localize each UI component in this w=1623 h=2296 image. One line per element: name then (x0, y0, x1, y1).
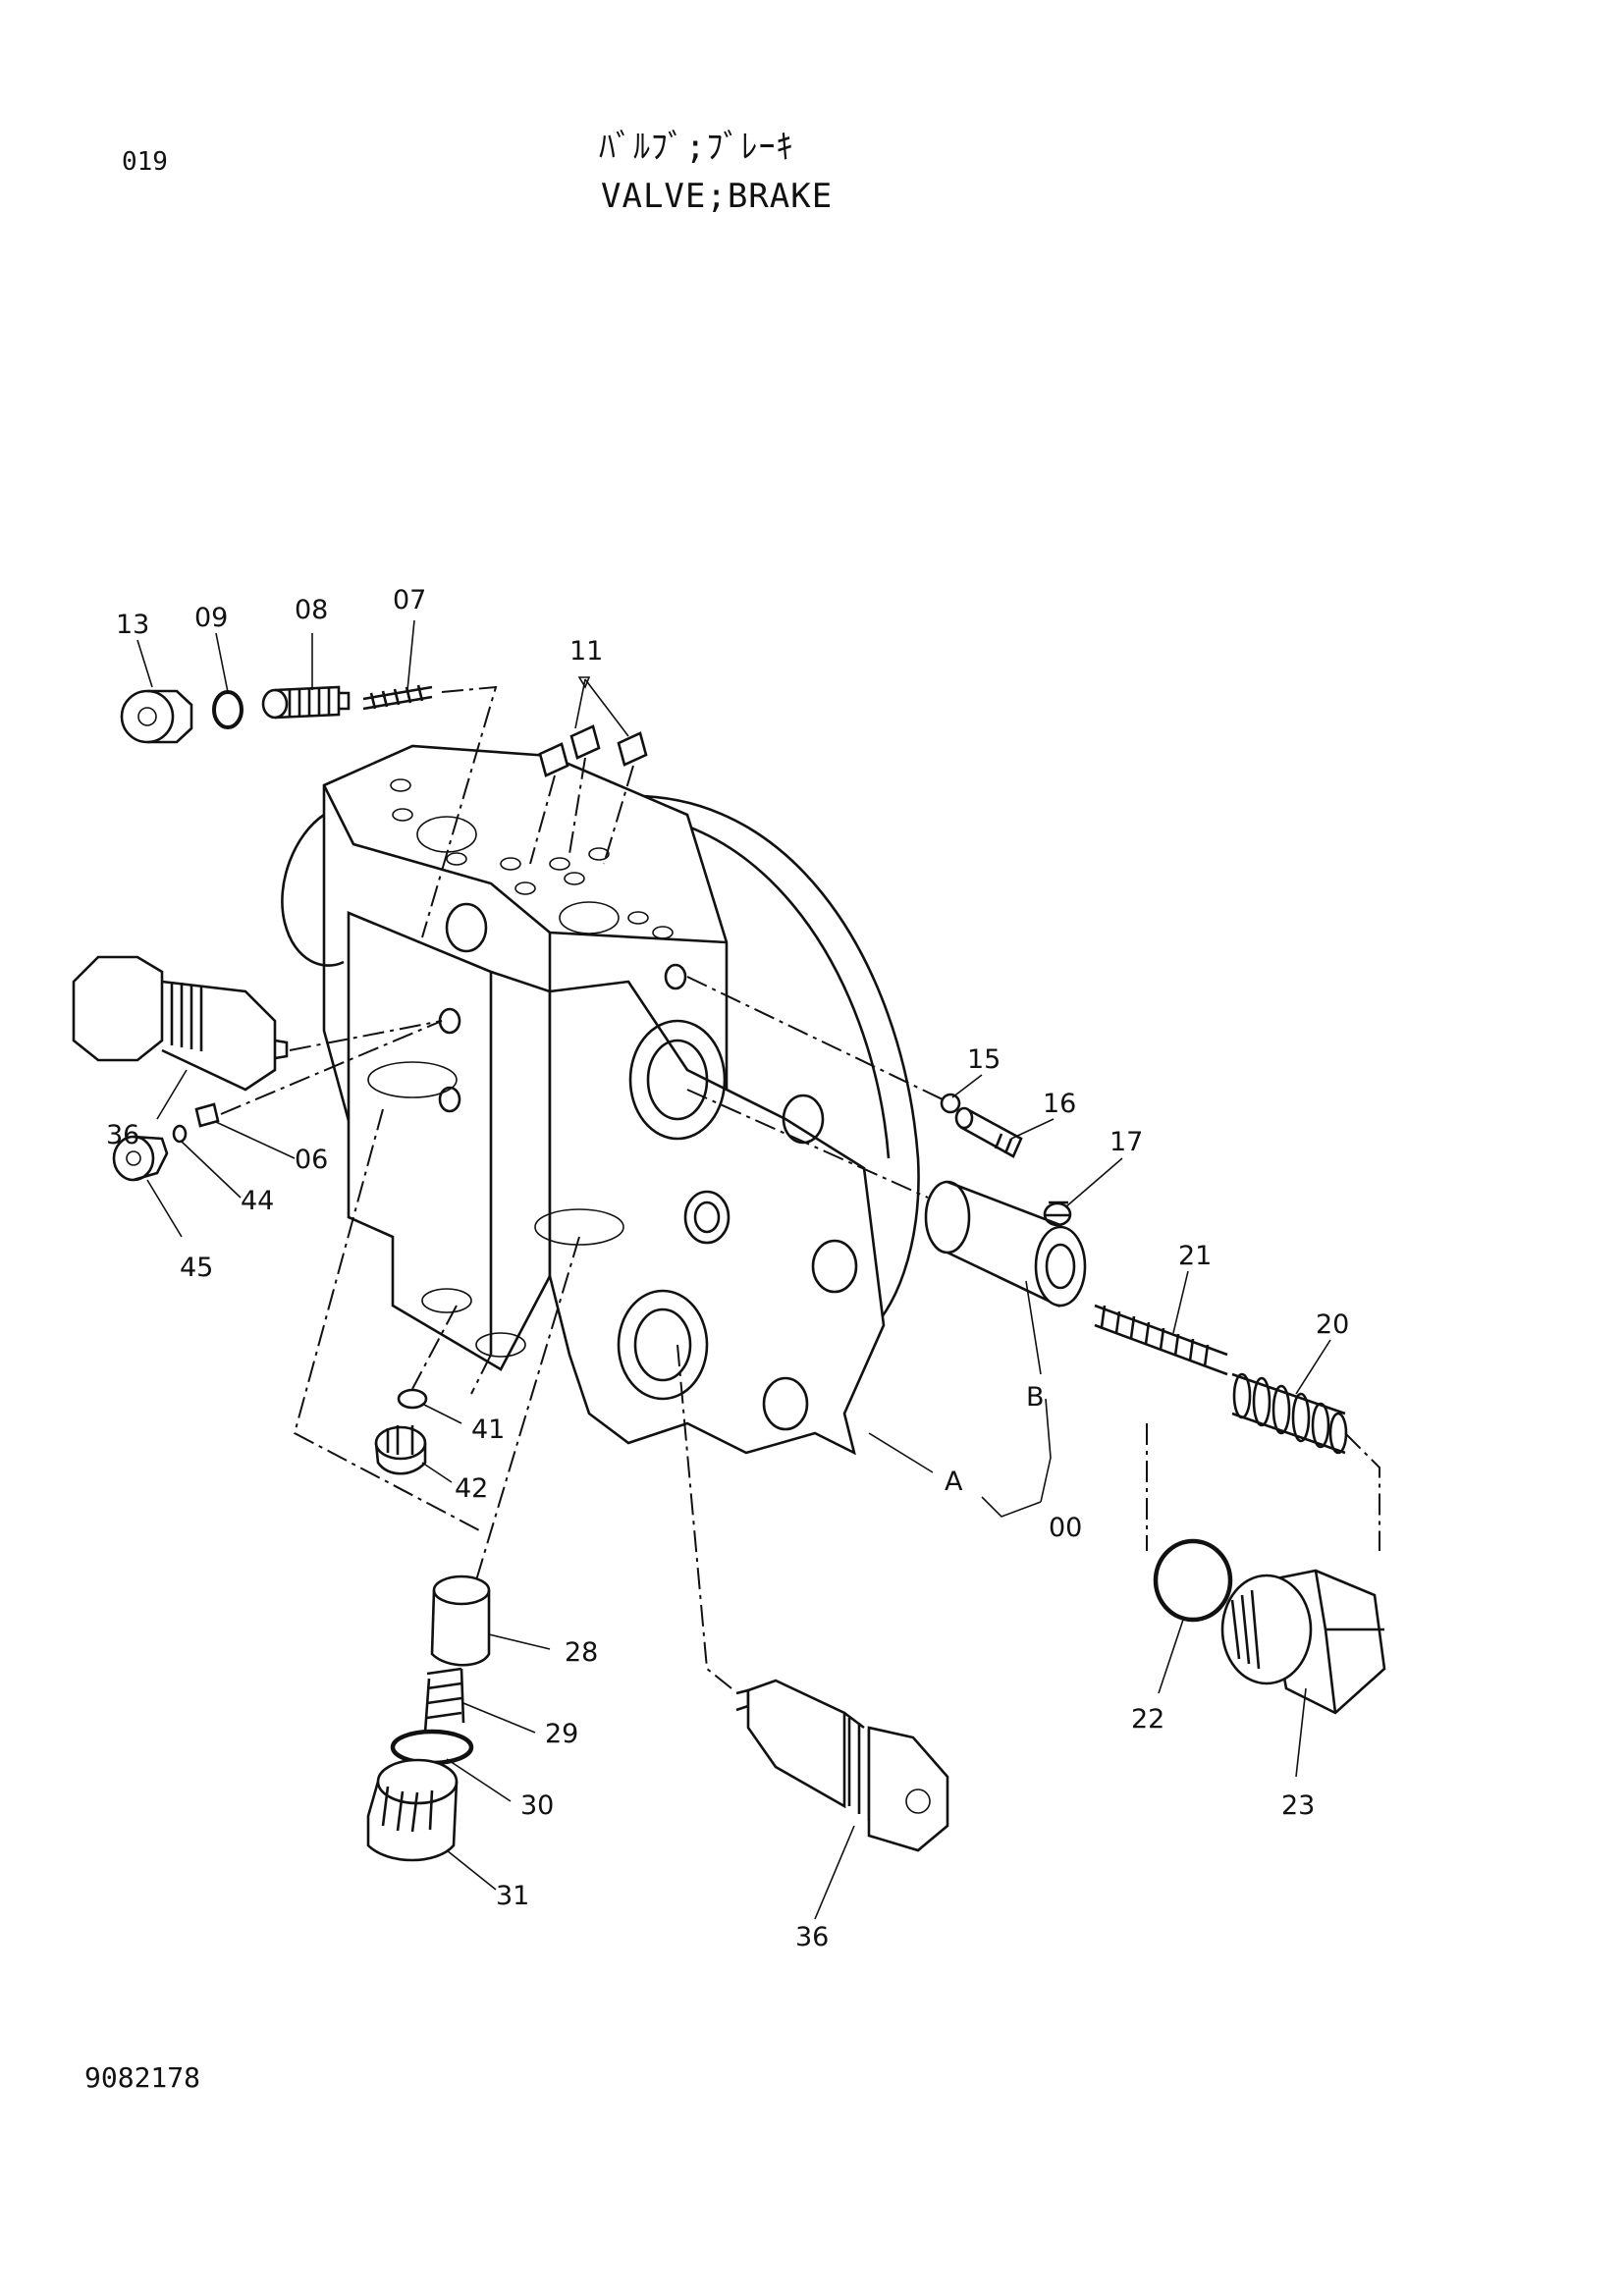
part-07-spring (362, 684, 433, 711)
callout-23: 23 (1281, 1790, 1315, 1821)
leader-line-b (1025, 1280, 1042, 1375)
leader-frame-left (293, 1108, 482, 1532)
callout-15: 15 (967, 1044, 1001, 1075)
page-title-english: VALVE;BRAKE (601, 177, 834, 216)
page-number: 019 (122, 147, 168, 177)
leader-line-00 (981, 1398, 1052, 1518)
callout-20: 20 (1316, 1309, 1349, 1340)
valve-body (281, 744, 920, 1456)
callout-09: 09 (194, 603, 228, 633)
drawing-number: 9082178 (84, 2061, 201, 2094)
part-29-spring (423, 1667, 465, 1734)
leader-36-lower (676, 1344, 732, 1689)
leader-line-42 (421, 1462, 453, 1483)
callout-29: 29 (545, 1719, 578, 1749)
leader-line-09 (215, 632, 229, 693)
leader-line-20 (1295, 1339, 1331, 1395)
callout-07: 07 (393, 585, 426, 615)
leader-line-36-upper (156, 1069, 188, 1120)
leader-line-07 (406, 619, 415, 691)
callout-30: 30 (520, 1790, 554, 1821)
leader-line-17 (1064, 1157, 1123, 1208)
callout-41: 41 (471, 1415, 505, 1445)
leader-line-06 (215, 1121, 296, 1159)
part-36-upper-valve (72, 955, 289, 1092)
callout-21: 21 (1178, 1241, 1212, 1271)
callout-45: 45 (180, 1253, 213, 1283)
callout-b: B (1026, 1382, 1045, 1413)
part-b-spool (924, 1180, 1087, 1308)
callout-11: 11 (569, 636, 603, 667)
leader-line-15 (951, 1074, 983, 1098)
leader-line-16 (1010, 1118, 1055, 1140)
part-41-o-ring (397, 1388, 428, 1410)
leader-line-41 (421, 1403, 462, 1424)
callout-13: 13 (116, 610, 149, 640)
part-30-o-ring (390, 1729, 474, 1766)
part-17-plug (1043, 1201, 1072, 1227)
leader-line-13 (136, 639, 153, 688)
leader-36-upper (289, 1020, 443, 1051)
page-title-japanese: ﾊﾞﾙﾌﾞ;ﾌﾞﾚｰｷ (599, 128, 794, 167)
leader-28-to-body (475, 1236, 580, 1581)
callout-16: 16 (1043, 1089, 1076, 1119)
leader-41-42 (411, 1305, 492, 1395)
leader-a-to-body (686, 1089, 929, 1199)
callout-a: A (945, 1467, 963, 1497)
leader-line-28 (488, 1633, 551, 1650)
callout-28: 28 (565, 1637, 598, 1668)
part-22-o-ring (1153, 1538, 1233, 1623)
part-13-plug (120, 689, 193, 744)
callout-36-upper: 36 (106, 1120, 139, 1150)
leader-line-23 (1295, 1687, 1307, 1778)
leader-line-29 (462, 1702, 536, 1734)
callout-17: 17 (1109, 1127, 1143, 1157)
part-36-lower-valve (735, 1679, 949, 1852)
part-21-spring (1094, 1304, 1228, 1376)
leader-line-a (868, 1432, 934, 1473)
callout-31: 31 (496, 1881, 529, 1911)
callout-22: 22 (1131, 1704, 1164, 1735)
leader-15-to-body (686, 976, 944, 1100)
part-23-hex-plug (1220, 1569, 1386, 1715)
leader-line-36-lower (814, 1825, 855, 1920)
part-16-pin (954, 1106, 1023, 1158)
leader-line-22 (1158, 1619, 1184, 1694)
part-06-plug (194, 1102, 220, 1128)
part-20-spring (1231, 1372, 1348, 1455)
callout-42: 42 (455, 1473, 488, 1504)
leader-line-31 (446, 1849, 497, 1891)
part-31-plug (366, 1758, 459, 1862)
part-08-spool (261, 685, 351, 720)
leader-line-44 (181, 1141, 242, 1199)
part-15-ball (940, 1093, 961, 1114)
part-42-plug (374, 1425, 427, 1475)
leader-line-45 (146, 1179, 183, 1238)
leader-line-30 (446, 1758, 512, 1802)
callout-08: 08 (295, 595, 328, 625)
leader-20-box (1146, 1423, 1380, 1551)
part-45-plug (112, 1135, 169, 1182)
callout-06: 06 (295, 1145, 328, 1175)
callout-00: 00 (1049, 1513, 1082, 1543)
callout-36-lower: 36 (795, 1922, 829, 1952)
leader-07-to-body (421, 685, 498, 938)
part-09-o-ring (212, 690, 243, 729)
leader-06 (220, 1020, 443, 1115)
leader-line-21 (1172, 1270, 1189, 1334)
part-11-plugs (529, 676, 648, 865)
callout-44: 44 (241, 1186, 274, 1216)
part-44-o-ring (172, 1124, 188, 1144)
part-28-piston (430, 1575, 491, 1667)
